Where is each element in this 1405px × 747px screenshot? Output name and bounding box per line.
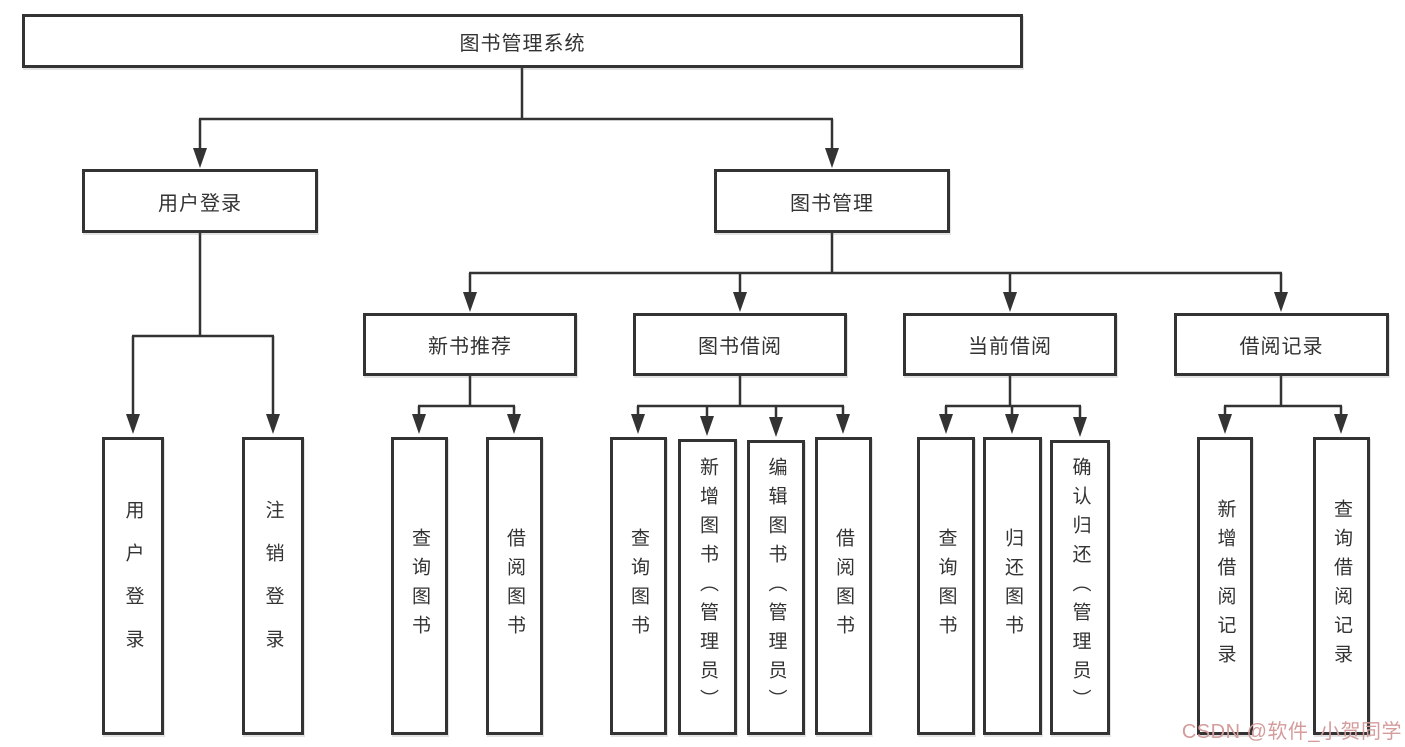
node-leaf-confirm-return-admin-label: 确认归还（管理员） — [1069, 457, 1091, 718]
node-book-borrowing-label: 图书借阅 — [698, 336, 782, 358]
node-leaf-add-books-admin-label: 新增图书（管理员） — [697, 456, 718, 718]
node-leaf-query-books-recommend-label: 查询图书 — [409, 528, 430, 644]
node-borrowing-records-label: 借阅记录 — [1239, 336, 1324, 358]
node-leaf-query-books-current: 查询图书 — [917, 437, 975, 735]
node-leaf-logout-label: 注销登录 — [262, 500, 284, 672]
node-leaf-query-books-borrow-label: 查询图书 — [628, 528, 649, 644]
node-current-borrowing-label: 当前借阅 — [968, 336, 1052, 358]
node-root-label: 图书管理系统 — [459, 32, 586, 55]
node-book-borrowing: 图书借阅 — [633, 313, 847, 376]
node-leaf-borrow-books-label: 借阅图书 — [833, 528, 854, 644]
node-user-login: 用户登录 — [82, 169, 318, 233]
node-leaf-query-borrow-record: 查询借阅记录 — [1313, 437, 1370, 735]
node-user-login-label: 用户登录 — [158, 192, 242, 215]
node-current-borrowing: 当前借阅 — [903, 313, 1117, 376]
node-leaf-return-books: 归还图书 — [983, 437, 1042, 735]
node-leaf-query-books-borrow: 查询图书 — [610, 437, 667, 735]
node-root: 图书管理系统 — [22, 14, 1023, 68]
node-borrowing-records: 借阅记录 — [1174, 313, 1389, 376]
node-new-book-recommendation-label: 新书推荐 — [428, 336, 512, 358]
node-book-management-label: 图书管理 — [790, 192, 874, 215]
node-leaf-user-login-label: 用户登录 — [122, 500, 144, 672]
node-leaf-edit-books-admin: 编辑图书（管理员） — [747, 440, 805, 735]
node-leaf-edit-books-admin-label: 编辑图书（管理员） — [765, 457, 787, 718]
node-book-management: 图书管理 — [714, 169, 950, 233]
node-leaf-add-books-admin: 新增图书（管理员） — [678, 439, 737, 735]
node-leaf-borrow-books-recommend: 借阅图书 — [486, 437, 543, 735]
node-leaf-confirm-return-admin: 确认归还（管理员） — [1050, 440, 1110, 735]
node-leaf-add-borrow-record: 新增借阅记录 — [1197, 437, 1253, 735]
node-leaf-query-books-recommend: 查询图书 — [391, 437, 448, 735]
node-leaf-borrow-books: 借阅图书 — [815, 437, 872, 735]
watermark: CSDN @软件_小贺同学 — [1181, 721, 1402, 743]
node-leaf-logout: 注销登录 — [242, 437, 304, 735]
node-leaf-query-books-current-label: 查询图书 — [935, 528, 957, 644]
node-leaf-return-books-label: 归还图书 — [1002, 528, 1023, 644]
node-leaf-borrow-books-recommend-label: 借阅图书 — [504, 528, 525, 644]
node-new-book-recommendation: 新书推荐 — [363, 313, 577, 376]
node-leaf-add-borrow-record-label: 新增借阅记录 — [1214, 499, 1236, 673]
node-leaf-user-login: 用户登录 — [102, 437, 164, 735]
node-leaf-query-borrow-record-label: 查询借阅记录 — [1331, 499, 1352, 673]
